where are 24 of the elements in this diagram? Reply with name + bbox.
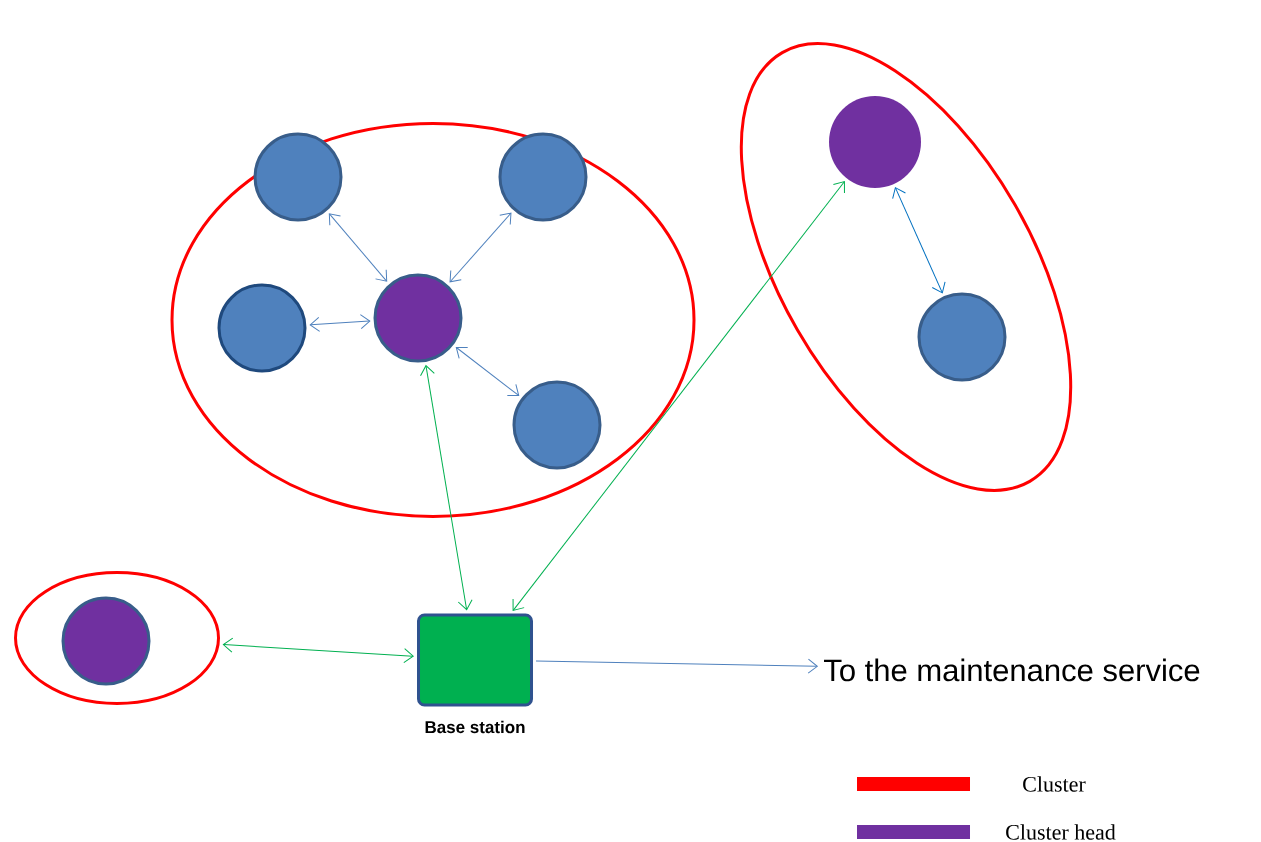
arrow (512, 181, 845, 611)
cluster-head (829, 96, 921, 188)
arrow (309, 314, 371, 332)
arrow (449, 212, 512, 283)
cluster-ellipse (170, 122, 696, 518)
arrow (328, 213, 388, 282)
sensor-node (217, 283, 307, 373)
arrow (420, 365, 473, 611)
cluster-head (61, 596, 151, 686)
sensor-node (498, 132, 588, 222)
cluster-head (373, 273, 463, 363)
arrow (535, 658, 818, 674)
node-label: Base station (425, 720, 525, 734)
arrow (892, 187, 946, 294)
sensor-node (917, 292, 1007, 382)
cluster-ellipse (14, 571, 220, 705)
legend-item: Cluster head (857, 824, 1116, 840)
legend-item: Cluster (857, 776, 1086, 792)
sensor-node (512, 380, 602, 470)
base-station: Base station (417, 613, 533, 734)
destination-text: To the maintenance service (824, 658, 1200, 682)
arrow (455, 346, 520, 397)
arrow (222, 637, 414, 664)
sensor-node (253, 132, 343, 222)
